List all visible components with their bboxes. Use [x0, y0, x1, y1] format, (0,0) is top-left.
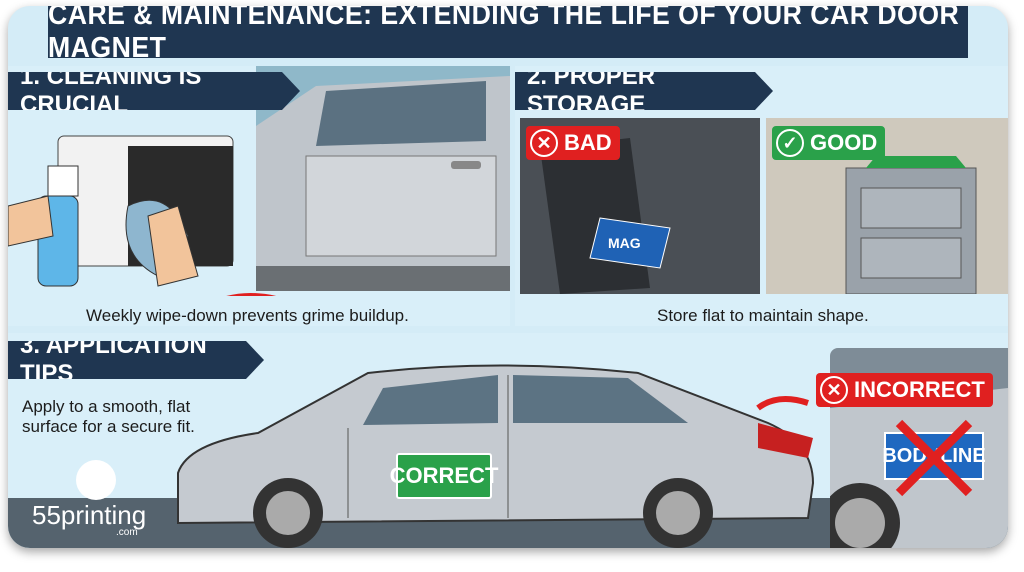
logo: 55printing .com: [32, 460, 146, 538]
good-label: GOOD: [810, 130, 878, 155]
application-caption-line2: surface for a secure fit.: [22, 417, 195, 436]
section-heading: 1. CLEANING IS CRUCIAL: [8, 72, 300, 110]
car-side-illustration: [177, 364, 815, 548]
x-circle-icon: ✕: [530, 129, 558, 157]
car-door-photo: [256, 66, 510, 291]
storage-caption: Store flat to maintain shape.: [657, 306, 869, 325]
incorrect-tag: ✕INCORRECT: [816, 373, 993, 407]
bad-storage-photo: MAG ✕BAD: [520, 118, 760, 294]
logo-globe-icon: [76, 460, 116, 500]
infographic: CARE & MAINTENANCE: EXTENDING THE LIFE O…: [8, 6, 1008, 548]
correct-magnet: CORRECT: [390, 453, 498, 499]
check-circle-icon: ✓: [776, 129, 804, 157]
x-circle-icon: ✕: [820, 376, 848, 404]
page-title: CARE & MAINTENANCE: EXTENDING THE LIFE O…: [48, 6, 968, 64]
good-tag: ✓GOOD: [772, 126, 886, 160]
section-heading: 2. PROPER STORAGE: [515, 72, 773, 110]
bad-label: BAD: [564, 130, 612, 155]
incorrect-label: INCORRECT: [854, 377, 985, 402]
bad-magnet-text: MAG: [608, 235, 641, 251]
section-cleaning: 1. CLEANING IS CRUCIAL Weekly wipe-down …: [8, 66, 510, 326]
good-storage-photo: ✓GOOD: [766, 118, 1008, 294]
logo-name: 55printing: [32, 500, 147, 530]
cleaning-caption: Weekly wipe-down prevents grime buildup.: [86, 306, 409, 325]
cleaning-illustration: [8, 135, 276, 296]
application-caption-line1: Apply to a smooth, flat: [22, 397, 191, 416]
section-application: 3. APPLICATION TIPS Apply to a smooth, f…: [8, 333, 1008, 548]
section-storage: 2. PROPER STORAGE MAG ✕BAD ✓GOOD Store f…: [515, 66, 1008, 326]
red-x-icon: [895, 419, 973, 497]
logo-suffix: .com: [116, 527, 138, 538]
bad-tag: ✕BAD: [526, 126, 620, 160]
car-door-illustration: [256, 66, 510, 291]
